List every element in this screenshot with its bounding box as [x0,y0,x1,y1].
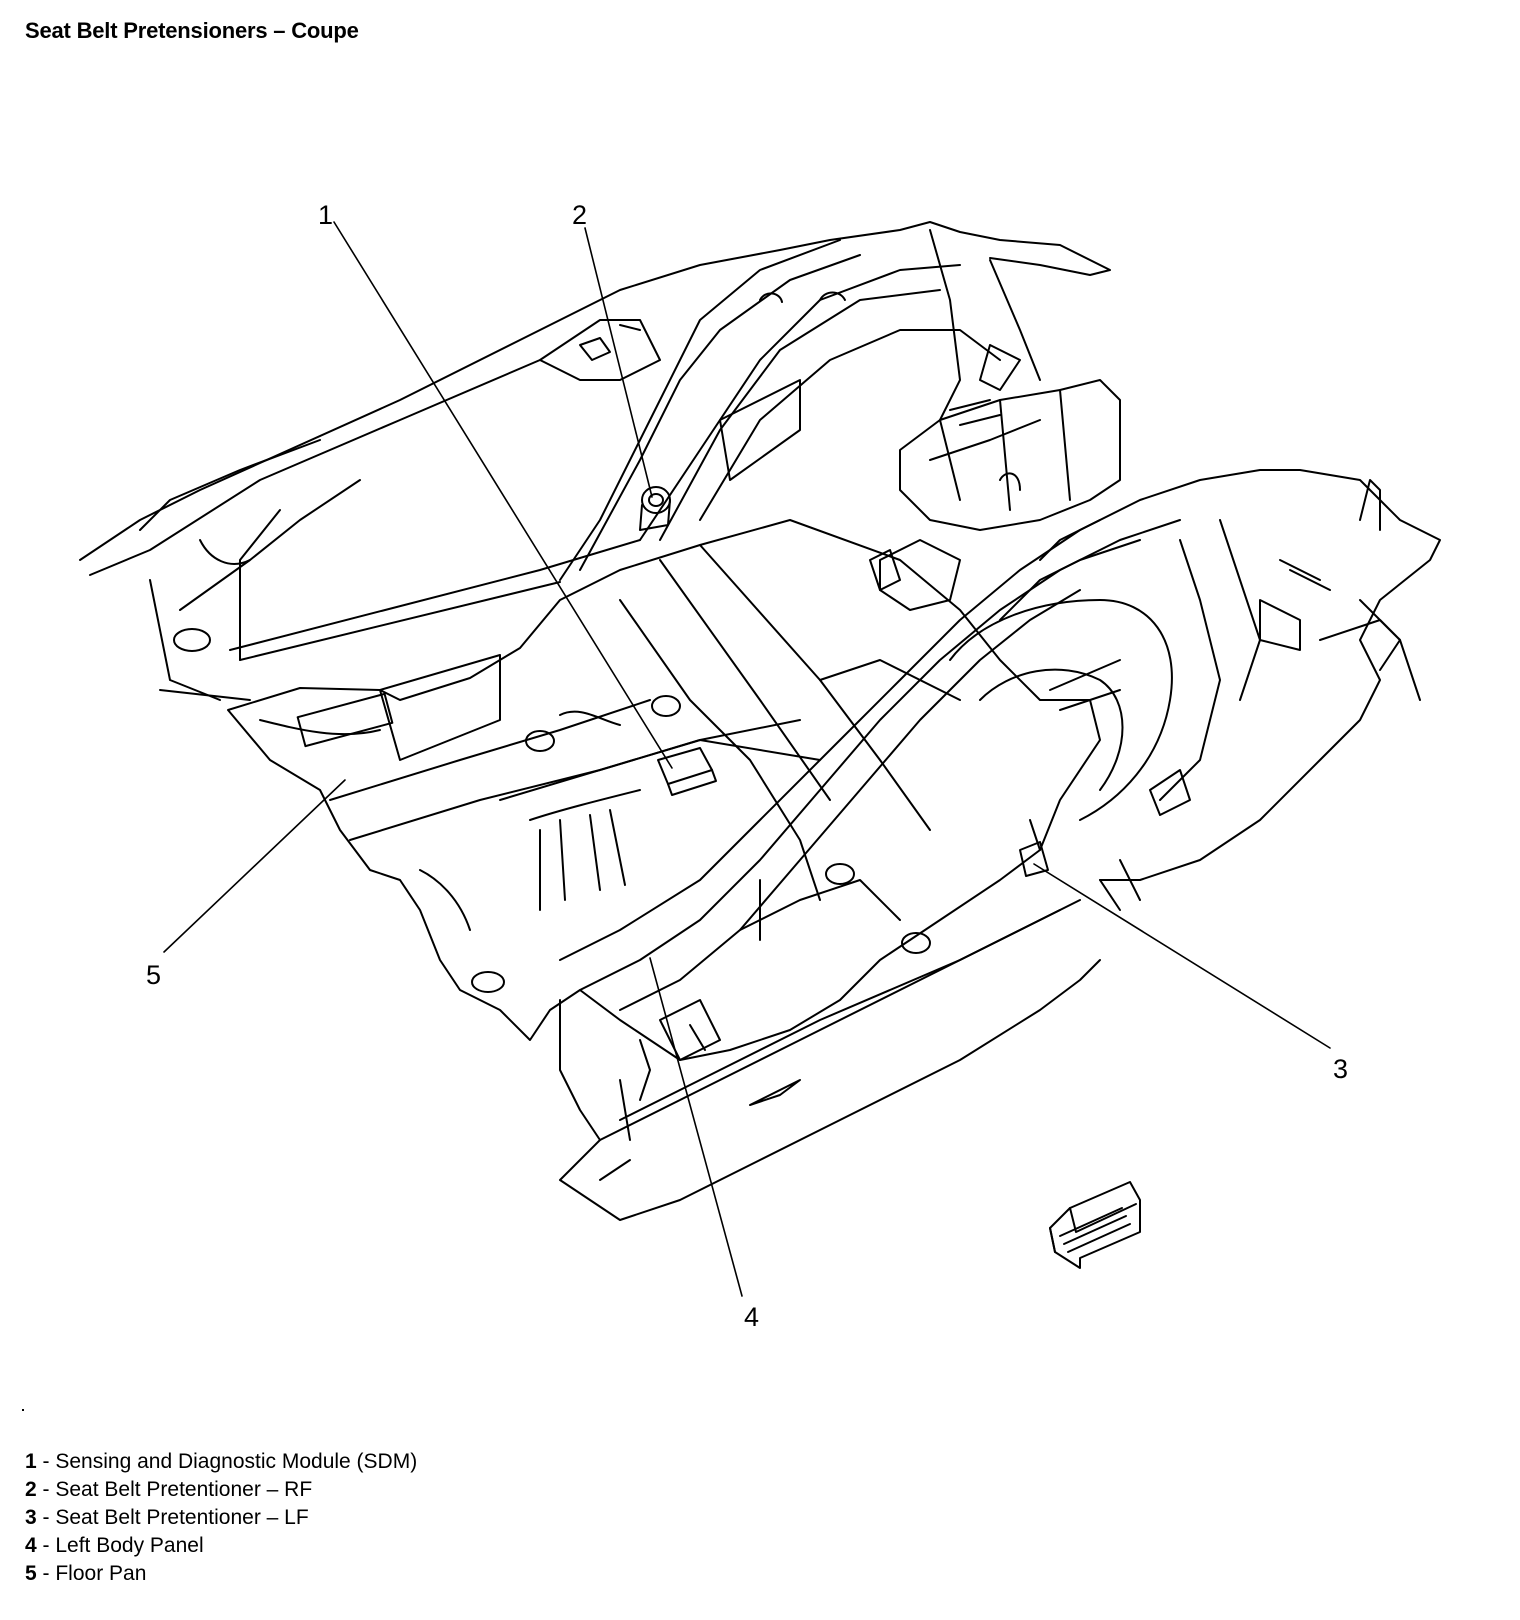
sensing-diagnostic-module [657,747,717,796]
legend-label: Seat Belt Pretentioner – LF [55,1506,309,1529]
legend-separator: - [36,1506,56,1529]
leader-line-4 [649,957,743,1297]
floor-pan [227,519,1101,1061]
page-title: Seat Belt Pretensioners – Coupe [25,18,359,43]
legend: 1 - Sensing and Diagnostic Module (SDM) … [25,1448,417,1588]
legend-label: Floor Pan [55,1562,147,1585]
legend-separator: - [36,1534,56,1557]
legend-label: Left Body Panel [55,1534,204,1557]
legend-item: 5 - Floor Pan [25,1560,417,1588]
leader-line-2 [584,227,653,498]
seat-belt-pretensioner-rf [639,486,671,531]
right-body-side [79,221,1111,701]
callout-4: 4 [744,1302,760,1332]
legend-separator: - [36,1450,56,1473]
legend-separator: - [36,1562,56,1585]
stray-dot [22,1409,24,1411]
seat-belt-pretensioner-lf [1019,819,1049,877]
legend-number: 5 [25,1562,37,1585]
callout-1: 1 [318,200,334,230]
legend-item: 4 - Left Body Panel [25,1532,417,1560]
callout-5: 5 [146,960,162,990]
forward-direction-arrow-icon [1049,1181,1141,1269]
callout-2: 2 [572,200,588,230]
legend-number: 1 [25,1450,37,1473]
legend-separator: - [36,1478,56,1501]
legend-item: 3 - Seat Belt Pretentioner – LF [25,1504,417,1532]
leader-line-1 [333,221,673,769]
leader-line-3 [1033,863,1331,1049]
rear-wheelhouse [869,379,1121,611]
callout-3: 3 [1333,1054,1349,1084]
legend-number: 4 [25,1534,37,1557]
legend-label: Sensing and Diagnostic Module (SDM) [55,1450,418,1473]
legend-number: 3 [25,1506,37,1529]
leader-lines [163,221,1331,1297]
legend-number: 2 [25,1478,37,1501]
legend-label: Seat Belt Pretentioner – RF [55,1478,313,1501]
legend-item: 2 - Seat Belt Pretentioner – RF [25,1476,417,1504]
leader-line-5 [163,779,346,953]
left-body-side [559,469,1441,1221]
legend-item: 1 - Sensing and Diagnostic Module (SDM) [25,1448,417,1476]
